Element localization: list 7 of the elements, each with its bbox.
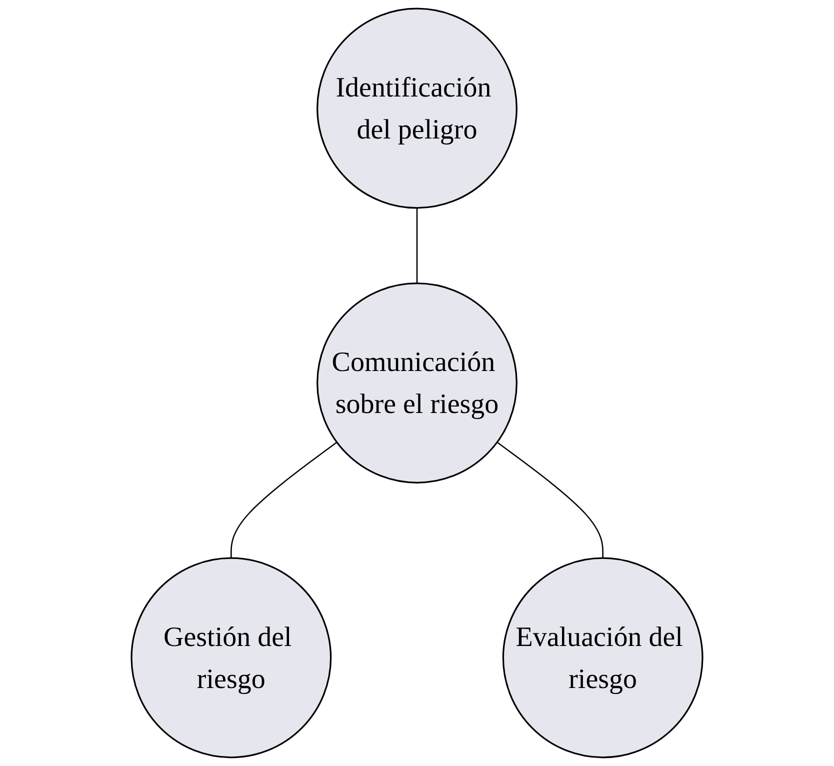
node-circle: Comunicación sobre el riesgo [316, 282, 518, 484]
node-circle: Evaluación del riesgo [502, 557, 704, 758]
connector [416, 208, 418, 284]
connector [230, 442, 338, 558]
node-circle: Gestión del riesgo [130, 557, 332, 758]
connector [496, 442, 604, 558]
node-circle: Identificación del peligro [316, 8, 518, 209]
